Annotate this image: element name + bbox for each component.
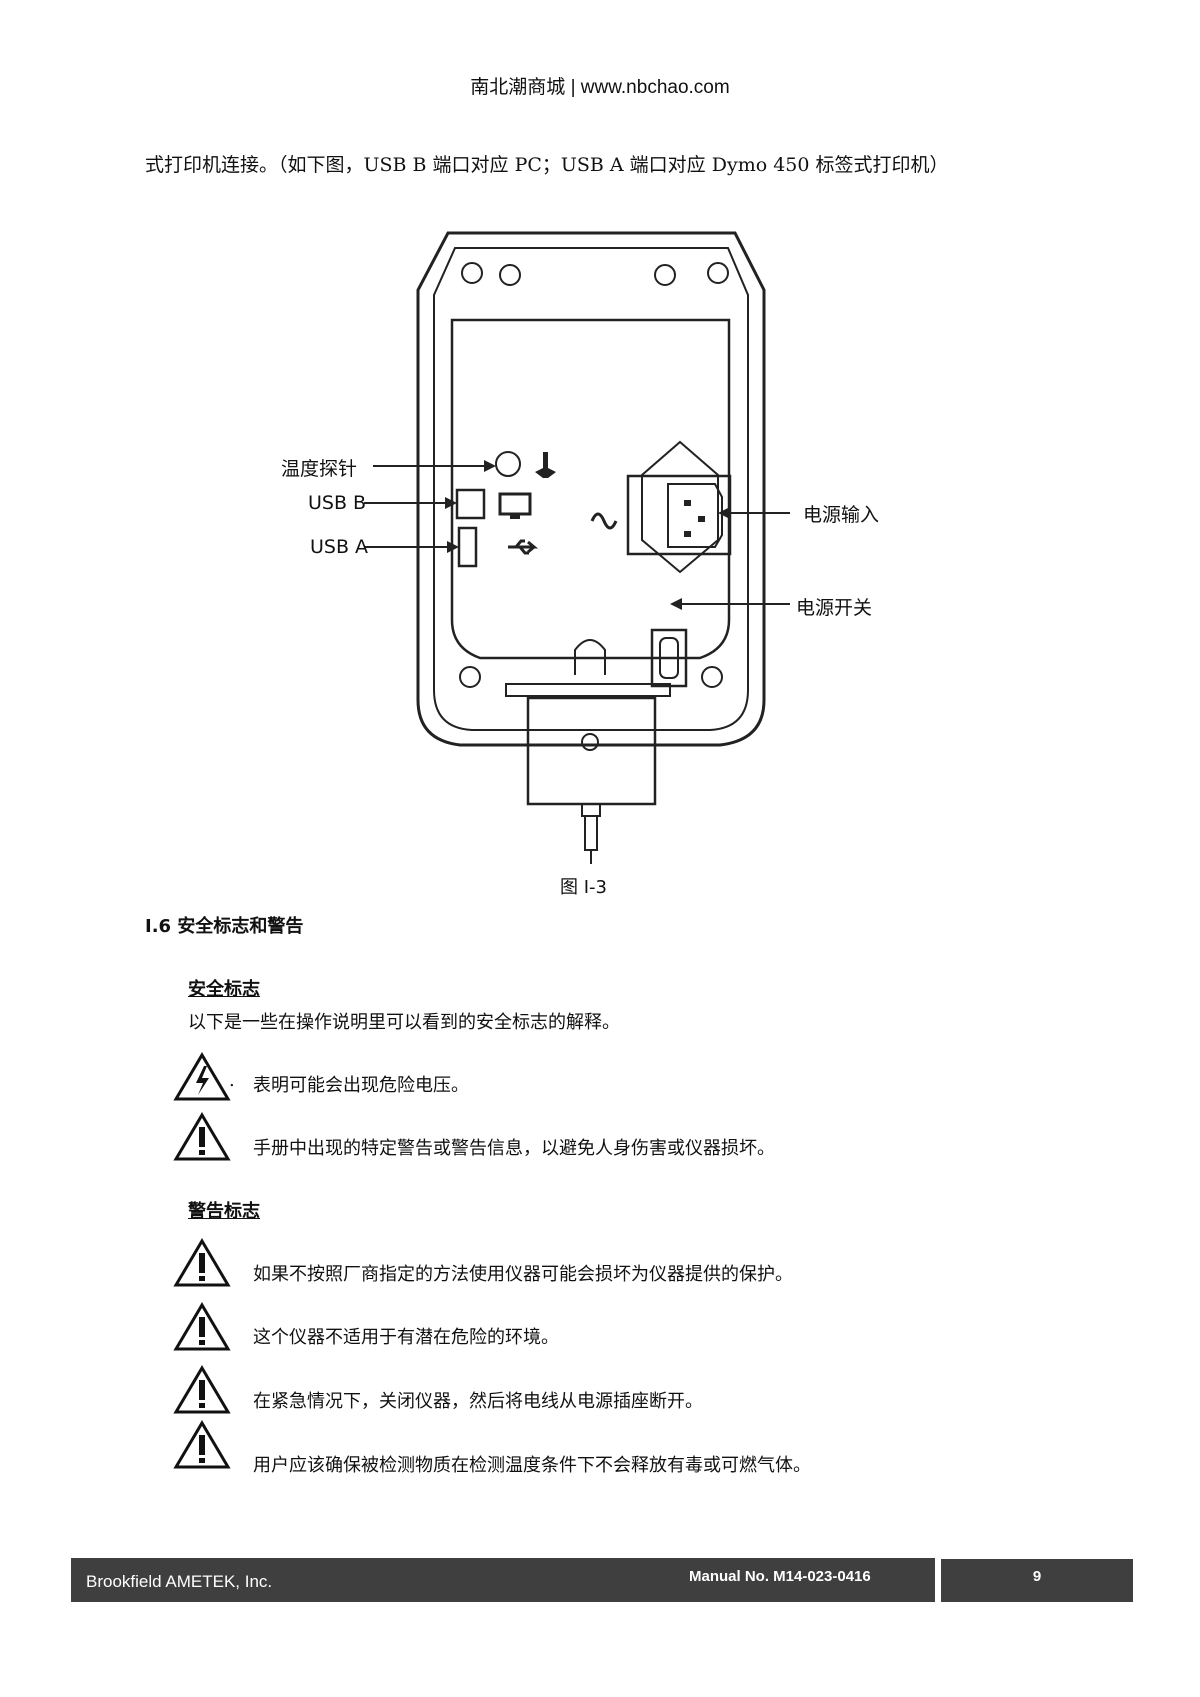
warning-symbols-title: 警告标志 bbox=[188, 1201, 260, 1222]
safety-symbols-intro: 以下是一些在操作说明里可以看到的安全标志的解释。 bbox=[188, 1012, 620, 1033]
footer-company: Brookfield AMETEK, Inc. bbox=[86, 1572, 273, 1591]
section-heading: I.6 安全标志和警告 bbox=[145, 916, 304, 937]
page-number: 9 bbox=[1032, 1568, 1042, 1585]
footer-page-box: 9 bbox=[941, 1559, 1133, 1602]
device-rear-diagram bbox=[364, 231, 790, 864]
caution-icon bbox=[173, 1365, 231, 1414]
thermometer-icon bbox=[535, 452, 556, 478]
screw-icons bbox=[459, 262, 729, 688]
label-usb-b: USB B bbox=[308, 492, 367, 514]
label-usb-a: USB A bbox=[310, 536, 369, 558]
label-temp-probe: 温度探针 bbox=[281, 458, 358, 480]
list-item-text: 在紧急情况下，关闭仪器，然后将电线从电源插座断开。 bbox=[253, 1391, 703, 1412]
usb-icon bbox=[508, 539, 539, 555]
caution-icon bbox=[173, 1302, 231, 1351]
list-item-text: 表明可能会出现危险电压。 bbox=[253, 1075, 469, 1096]
list-item-prefix: . bbox=[229, 1070, 235, 1091]
list-item-text: 这个仪器不适用于有潜在危险的环境。 bbox=[253, 1327, 559, 1348]
label-power-switch: 电源开关 bbox=[796, 597, 873, 619]
intro-paragraph: 式打印机连接。（如下图，USB B 端口对应 PC；USB A 端口对应 Dym… bbox=[145, 154, 949, 176]
high-voltage-icon bbox=[173, 1052, 231, 1101]
caution-icon bbox=[173, 1238, 231, 1287]
list-item-text: 用户应该确保被检测物质在检测温度条件下不会释放有毒或可燃气体。 bbox=[253, 1455, 811, 1476]
safety-symbols-title: 安全标志 bbox=[188, 979, 260, 1000]
footer-bar: Brookfield AMETEK, Inc. Manual No. M14-0… bbox=[71, 1558, 935, 1602]
list-item-text: 如果不按照厂商指定的方法使用仪器可能会损坏为仪器提供的保护。 bbox=[253, 1264, 793, 1285]
caution-icon bbox=[173, 1112, 231, 1161]
footer-manual-number: Manual No. M14-023-0416 bbox=[689, 1568, 871, 1585]
list-item-text: 手册中出现的特定警告或警告信息，以避免人身伤害或仪器损坏。 bbox=[253, 1138, 775, 1159]
label-power-input: 电源输入 bbox=[803, 504, 880, 526]
caution-icon bbox=[173, 1420, 231, 1469]
figure-caption: 图 I-3 bbox=[560, 877, 607, 898]
page-header: 南北潮商城 | www.nbchao.com bbox=[470, 77, 730, 98]
